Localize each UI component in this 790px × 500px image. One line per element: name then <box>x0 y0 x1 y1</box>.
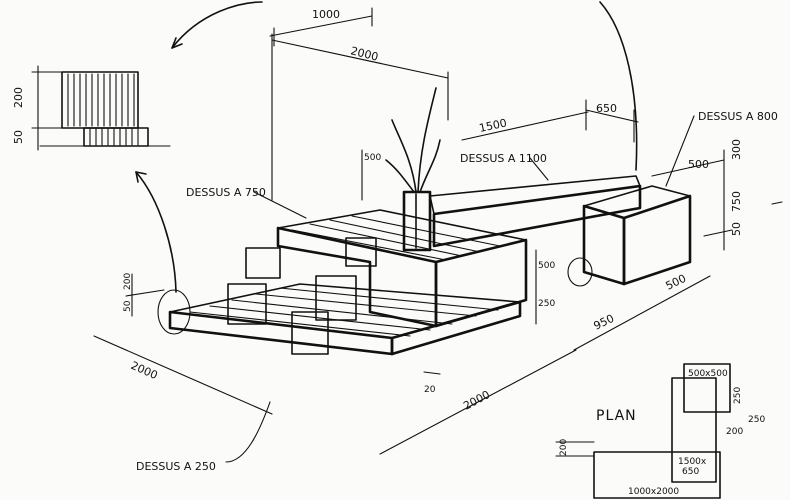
plant-stems <box>385 87 441 193</box>
seat-cube <box>227 283 267 325</box>
plan-label-650: 650 <box>682 467 699 477</box>
dim-2000-front: 2000 <box>461 388 492 413</box>
plan-box-500 <box>683 363 731 413</box>
mid-dimensions: 500 250 200 50 <box>123 249 555 325</box>
low-platform-front <box>168 310 394 356</box>
curved-arrow-left <box>135 171 177 293</box>
high-bar-front <box>432 184 642 248</box>
seat-cube <box>291 311 329 355</box>
plan-dim-250b: 250 <box>748 415 765 425</box>
seat-cubes <box>227 237 377 355</box>
plan-label-1000: 1000x2000 <box>628 487 679 497</box>
plan-title: PLAN <box>596 408 637 424</box>
left-circle <box>157 289 191 335</box>
dim-50-left: 50 <box>123 300 133 312</box>
high-bar-top <box>429 175 641 215</box>
top-dimensions: 1000 2000 1500 650 500 <box>269 7 639 201</box>
annotations: DESSUS A 800 DESSUS A 1100 DESSUS A 750 … <box>136 110 778 473</box>
label-dessus-250: DESSUS A 250 <box>136 460 216 473</box>
elevation-height-200: 200 <box>12 87 25 108</box>
plan-label-1500: 1500x <box>678 457 707 467</box>
planter-box <box>402 190 432 252</box>
plan-dim-200: 200 <box>726 427 743 437</box>
table-side <box>276 226 438 328</box>
elevation-upper-block <box>61 71 139 129</box>
furniture-model <box>157 87 692 356</box>
dim-1000: 1000 <box>312 8 340 21</box>
dim-750: 750 <box>730 191 743 212</box>
plan-box-1000 <box>593 451 721 499</box>
seat-cube <box>245 247 281 279</box>
plan-label-500: 500x500 <box>688 369 728 379</box>
dim-250-mid: 250 <box>538 299 555 309</box>
dim-500-plant: 500 <box>364 153 381 163</box>
low-platform-hatch <box>189 287 499 337</box>
low-platform-top <box>169 283 521 339</box>
elevation-hatching <box>67 73 135 127</box>
plan-dim-250: 250 <box>733 387 743 404</box>
dim-20: 20 <box>424 385 436 395</box>
seat-cube <box>315 275 357 321</box>
dim-650: 650 <box>596 102 617 115</box>
label-dessus-1100: DESSUS A 1100 <box>460 152 547 165</box>
label-dessus-800: DESSUS A 800 <box>698 110 778 123</box>
arrow-head-icon <box>171 37 183 49</box>
label-dessus-750: DESSUS A 750 <box>186 186 266 199</box>
dim-300: 300 <box>730 139 743 160</box>
right-cube-circle <box>567 257 593 287</box>
seat-cube <box>345 237 377 267</box>
right-dimensions: 500 300 750 50 <box>651 139 783 251</box>
dim-50-right: 50 <box>730 222 743 236</box>
dim-500-mid: 500 <box>538 261 555 271</box>
curved-arrow-top-left <box>171 1 263 49</box>
plan-view: PLAN 500x500 1500x 650 1000x2000 250 250… <box>555 363 765 499</box>
arrow-head-icon <box>135 171 147 183</box>
dim-500-right: 500 <box>688 158 709 171</box>
plan-dim-200-left: 200 <box>559 439 569 456</box>
elevation-view: 200 50 <box>12 65 171 151</box>
plan-box-1500 <box>671 377 717 483</box>
dim-2000-top: 2000 <box>349 44 379 63</box>
right-cube-side <box>622 194 692 286</box>
elevation-height-50: 50 <box>12 130 25 144</box>
dim-1500: 1500 <box>478 116 508 135</box>
dim-200-left: 200 <box>123 273 133 290</box>
curved-arrow-top-right <box>599 1 638 171</box>
